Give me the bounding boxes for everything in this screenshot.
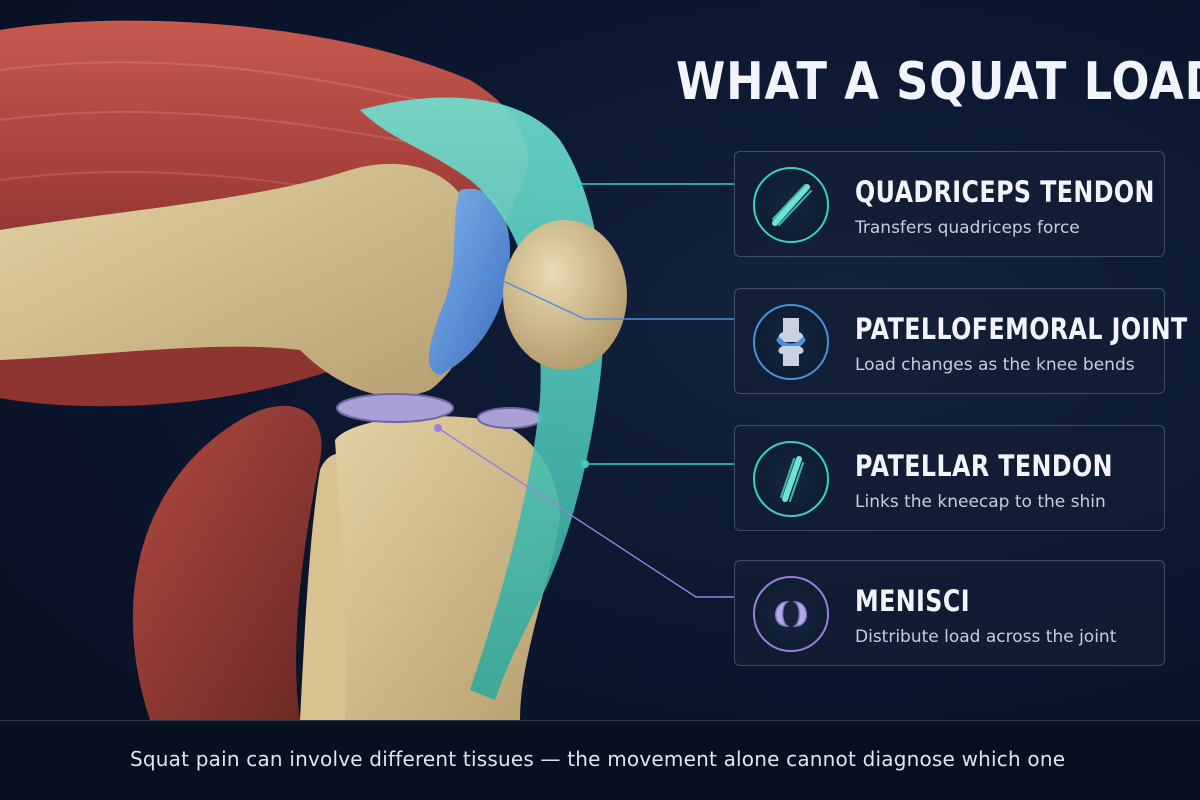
card-description: Links the kneecap to the shin — [855, 492, 1106, 512]
card-title: PATELLOFEMORAL JOINT — [855, 312, 1188, 346]
page-title: WHAT A SQUAT LOADS — [676, 52, 1200, 112]
card-quadriceps-tendon: QUADRICEPS TENDON Transfers quadriceps f… — [734, 151, 1165, 257]
card-title: PATELLAR TENDON — [855, 449, 1113, 483]
footer-bar — [0, 720, 1200, 800]
card-menisci: MENISCI Distribute load across the joint — [734, 560, 1165, 666]
footer-caption: Squat pain can involve different tissues… — [130, 747, 1066, 771]
calf-muscle — [132, 405, 322, 720]
tendon-fibers-icon — [753, 167, 829, 243]
card-description: Transfers quadriceps force — [855, 218, 1080, 238]
card-description: Distribute load across the joint — [855, 627, 1117, 647]
knee-anatomy-illustration — [0, 20, 734, 720]
card-title: MENISCI — [855, 584, 970, 618]
menisci-icon — [753, 576, 829, 652]
footer-divider — [0, 720, 1200, 721]
femur-bone — [0, 163, 483, 397]
cartilage — [428, 188, 510, 375]
meniscus — [336, 393, 454, 423]
card-patellofemoral-joint: PATELLOFEMORAL JOINT Load changes as the… — [734, 288, 1187, 394]
card-patellar-tendon: PATELLAR TENDON Links the kneecap to the… — [734, 425, 1165, 531]
knee-joint-icon — [753, 304, 829, 380]
meniscus — [477, 407, 543, 429]
tendon-fibers-icon — [753, 441, 829, 517]
card-title: QUADRICEPS TENDON — [855, 175, 1155, 209]
leader-lines — [434, 180, 734, 598]
patella-bone — [503, 220, 627, 370]
card-description: Load changes as the knee bends — [855, 355, 1135, 375]
